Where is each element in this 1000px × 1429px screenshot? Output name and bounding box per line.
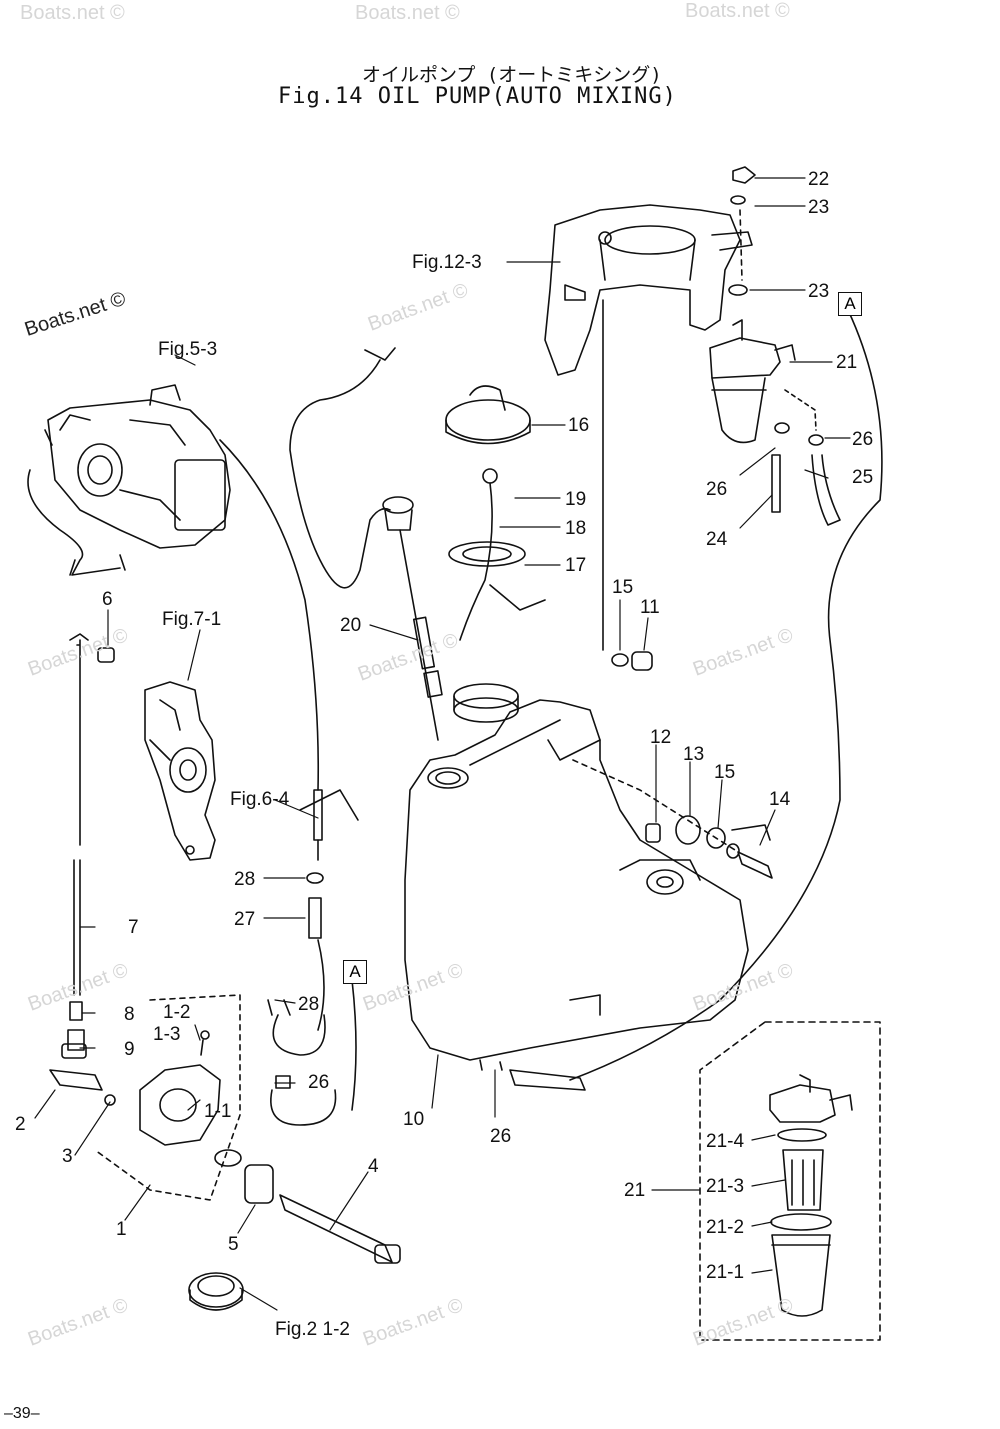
- callout-14: 14: [769, 789, 791, 810]
- callout-17: 17: [565, 555, 587, 576]
- callout-21-1: 21-1: [706, 1262, 745, 1283]
- callout-21: 21: [836, 352, 858, 373]
- callout-21-3: 21-3: [706, 1176, 745, 1197]
- fig-ref-7-1: Fig.7-1: [162, 609, 222, 630]
- callout-3: 3: [62, 1146, 73, 1167]
- ref-marker-a: A: [343, 960, 367, 984]
- callout-2: 2: [15, 1114, 26, 1135]
- filter-exploded-drawing: [699, 1021, 881, 1341]
- oil-lines: [219, 309, 883, 1126]
- watermark: Boats.net ©: [685, 0, 790, 22]
- fig-ref-12-3: Fig.12-3: [412, 252, 482, 273]
- tank-cap-drawing: [445, 385, 546, 641]
- callout-1-2: 1-2: [163, 1002, 191, 1023]
- callout-11: 11: [640, 597, 660, 618]
- fig-ref-2-1-2: Fig.2 1-2: [275, 1319, 350, 1340]
- callout-12: 12: [650, 727, 672, 748]
- drive-gear-drawing: [188, 1272, 244, 1311]
- title-japanese: オイルポンプ (オートミキシング): [362, 64, 662, 86]
- callout-9: 9: [124, 1039, 135, 1060]
- callout-8: 8: [124, 1004, 135, 1025]
- mount-hardware-drawing: [572, 651, 773, 879]
- swivel-bracket-drawing: [544, 204, 753, 651]
- callout-26: 26: [490, 1126, 512, 1147]
- callout-13: 13: [683, 744, 705, 765]
- callout-26: 26: [706, 479, 728, 500]
- callout-26: 26: [308, 1072, 330, 1093]
- callout-25: 25: [852, 467, 874, 488]
- watermark: Boats.net ©: [355, 2, 460, 24]
- callout-21-4: 21-4: [706, 1131, 745, 1152]
- callout-21-2: 21-2: [706, 1217, 745, 1238]
- callout-23: 23: [808, 197, 830, 218]
- callout-28: 28: [234, 869, 256, 890]
- callout-7: 7: [128, 917, 139, 938]
- page-title: Fig.14 OIL PUMP(AUTO MIXING): [278, 84, 677, 109]
- callout-10: 10: [403, 1109, 425, 1130]
- fig-ref-6-4: Fig.6-4: [230, 789, 290, 810]
- callout-1-1: 1-1: [204, 1101, 232, 1122]
- callout-5: 5: [228, 1234, 239, 1255]
- fig-ref-5-3: Fig.5-3: [158, 339, 218, 360]
- callout-15: 15: [714, 762, 736, 783]
- callout-23: 23: [808, 281, 830, 302]
- lever-bracket-drawing: [144, 681, 216, 861]
- callout-24: 24: [706, 529, 728, 550]
- callout-4: 4: [368, 1156, 379, 1177]
- callout-1: 1: [116, 1219, 127, 1240]
- oil-tank-drawing: [404, 683, 749, 1091]
- dipstick-drawing: [382, 496, 443, 741]
- callout-28: 28: [298, 994, 320, 1015]
- callout-6: 6: [102, 589, 113, 610]
- callout-16: 16: [568, 415, 590, 436]
- callout-20: 20: [340, 615, 362, 636]
- ref-marker-a: A: [838, 292, 862, 316]
- callout-19: 19: [565, 489, 587, 510]
- callout-1-3: 1-3: [153, 1024, 181, 1045]
- callout-18: 18: [565, 518, 587, 539]
- oil-pump-drawing: [49, 994, 401, 1264]
- carburetor-drawing: [27, 384, 231, 576]
- filter-fitting-drawing: [709, 166, 841, 526]
- callout-26: 26: [852, 429, 874, 450]
- page-number: –39–: [4, 1405, 40, 1422]
- watermark: Boats.net ©: [20, 2, 125, 24]
- callout-27: 27: [234, 909, 256, 930]
- callout-15: 15: [612, 577, 634, 598]
- leader-lines: [34, 177, 851, 1311]
- callout-22: 22: [808, 169, 830, 190]
- control-rod: [61, 633, 115, 1059]
- callout-21: 21: [624, 1180, 646, 1201]
